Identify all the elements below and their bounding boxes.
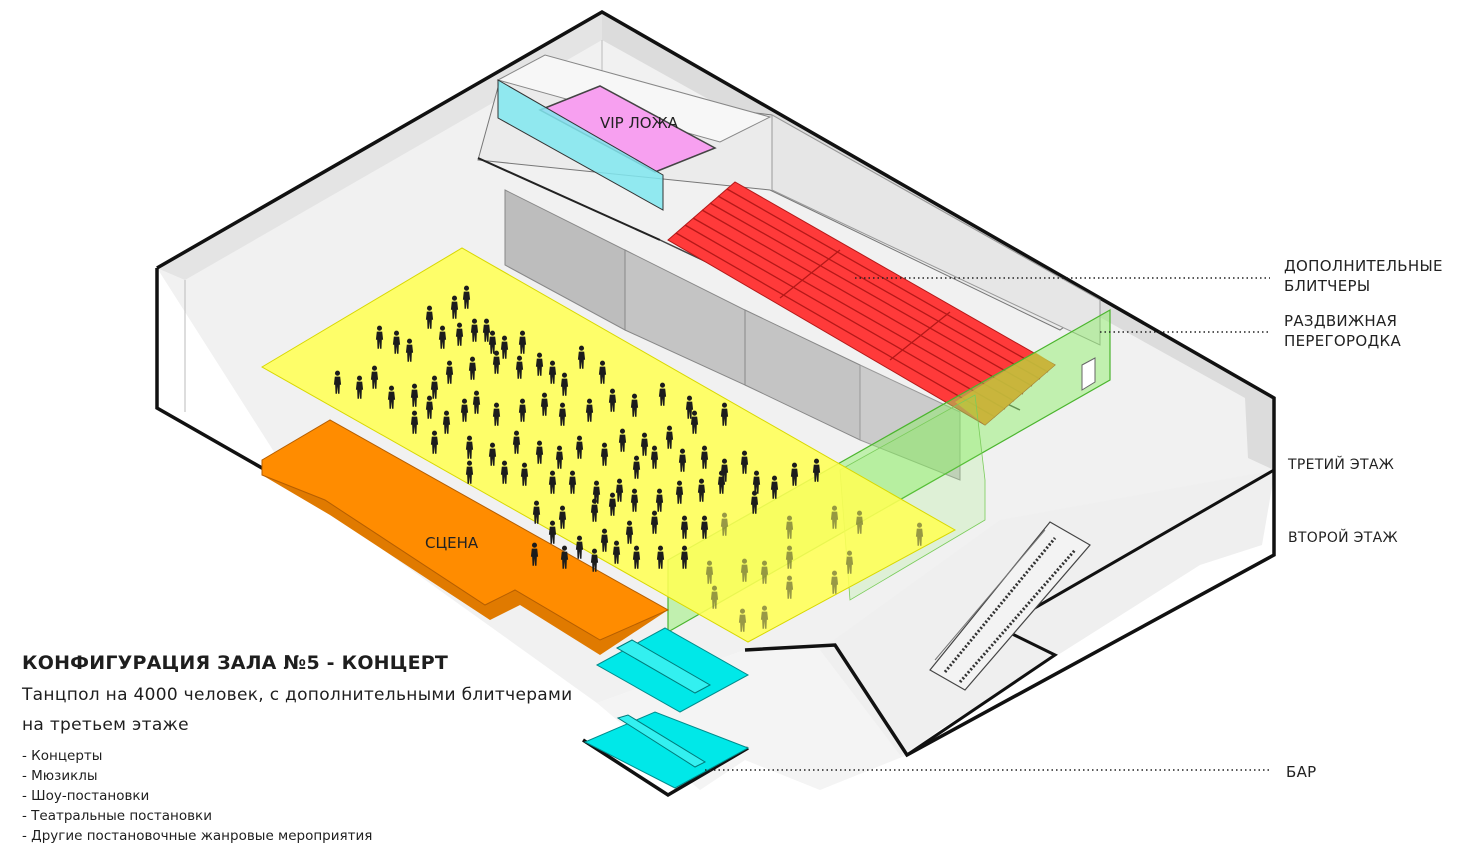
callout-second-floor: ВТОРОЙ ЭТАЖ: [1288, 530, 1398, 546]
use-item: - Мюзиклы: [22, 768, 98, 784]
dance-floor: [261, 247, 957, 643]
callout-bleachers: ДОПОЛНИТЕЛЬНЫЕ БЛИТЧЕРЫ: [1284, 256, 1443, 296]
use-item: - Концерты: [22, 748, 103, 764]
bar-upper: [595, 627, 750, 713]
callout-third-floor: ТРЕТИЙ ЭТАЖ: [1288, 457, 1395, 473]
callout-bar: БАР: [1286, 763, 1317, 781]
bar-lower: [583, 711, 750, 789]
stage: СЦЕНА: [261, 419, 670, 655]
escalators: [929, 521, 1091, 691]
callout-bleachers-line1: ДОПОЛНИТЕЛЬНЫЕ: [1284, 257, 1443, 275]
callout-partition-line2: ПЕРЕГОРОДКА: [1284, 332, 1402, 350]
caption-title: КОНФИГУРАЦИЯ ЗАЛА №5 - КОНЦЕРТ: [22, 652, 449, 674]
configuration-caption: КОНФИГУРАЦИЯ ЗАЛА №5 - КОНЦЕРТ Танцпол н…: [22, 652, 642, 846]
vip-box-label: VIP ЛОЖА: [600, 114, 679, 132]
callout-partition-line1: РАЗДВИЖНАЯ: [1284, 312, 1398, 330]
wall-panels: [504, 189, 961, 481]
use-item: - Другие постановочные жанровые мероприя…: [22, 828, 373, 844]
use-list: - Концерты - Мюзиклы - Шоу-постановки - …: [22, 746, 642, 846]
caption-subtitle-line2: на третьем этаже: [22, 715, 189, 735]
callout-bleachers-line2: БЛИТЧЕРЫ: [1284, 277, 1371, 295]
caption-subtitle-line1: Танцпол на 4000 человек, с дополнительны…: [22, 685, 573, 705]
use-item: - Театральные постановки: [22, 808, 212, 824]
vip-box: VIP ЛОЖА: [497, 79, 717, 211]
callout-leaders: [705, 277, 1270, 771]
callout-partition: РАЗДВИЖНАЯ ПЕРЕГОРОДКА: [1284, 311, 1401, 351]
extra-bleachers: [667, 181, 1056, 426]
use-item: - Шоу-постановки: [22, 788, 150, 804]
stage-label: СЦЕНА: [425, 534, 479, 552]
